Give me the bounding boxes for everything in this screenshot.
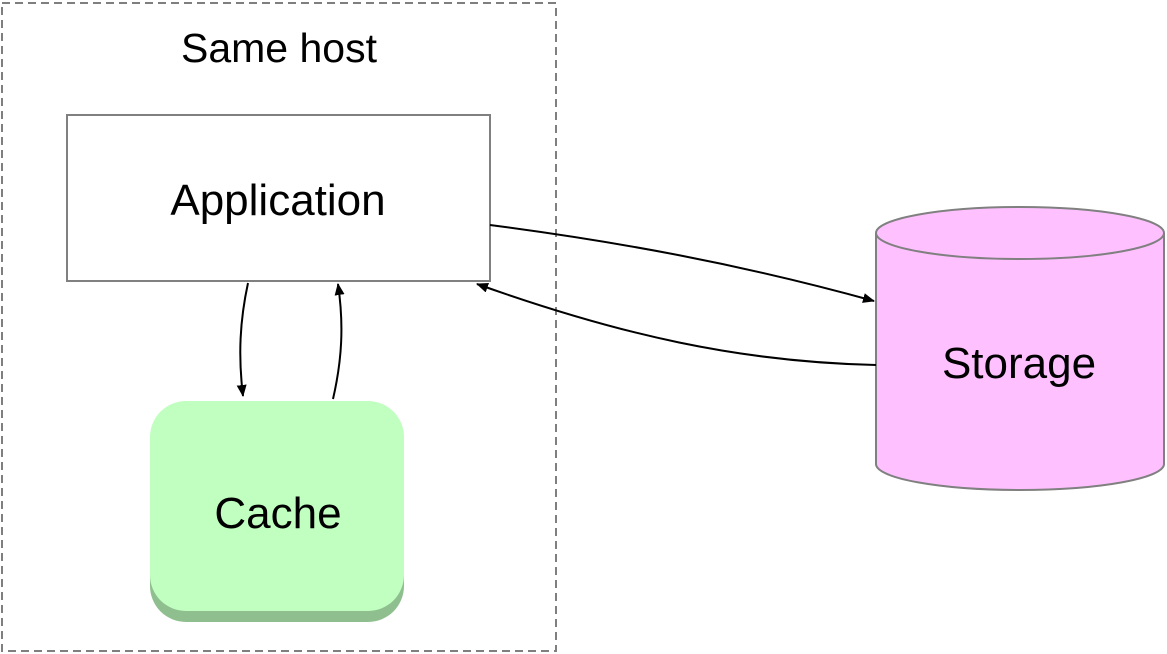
edge-storage-to-application[interactable] [476,282,877,366]
storage-node[interactable]: Storage [875,206,1165,491]
same-host-group: Same host [1,2,557,652]
storage-cylinder-top [875,206,1165,260]
edge-application-to-cache[interactable] [236,282,249,397]
application-box [66,114,491,282]
storage-label: Storage [942,339,1096,388]
storage-cylinder-body [875,233,1165,491]
same-host-label: Same host [181,25,378,71]
cache-box [150,401,404,611]
edge-application-to-storage[interactable] [489,224,875,303]
application-node[interactable]: Application [66,114,491,282]
same-host-boundary [1,2,557,652]
edge-cache-to-application[interactable] [332,283,345,400]
cache-label: Cache [214,489,341,538]
cache-node[interactable]: Cache [150,401,404,622]
application-label: Application [170,176,385,225]
edges [236,224,877,400]
